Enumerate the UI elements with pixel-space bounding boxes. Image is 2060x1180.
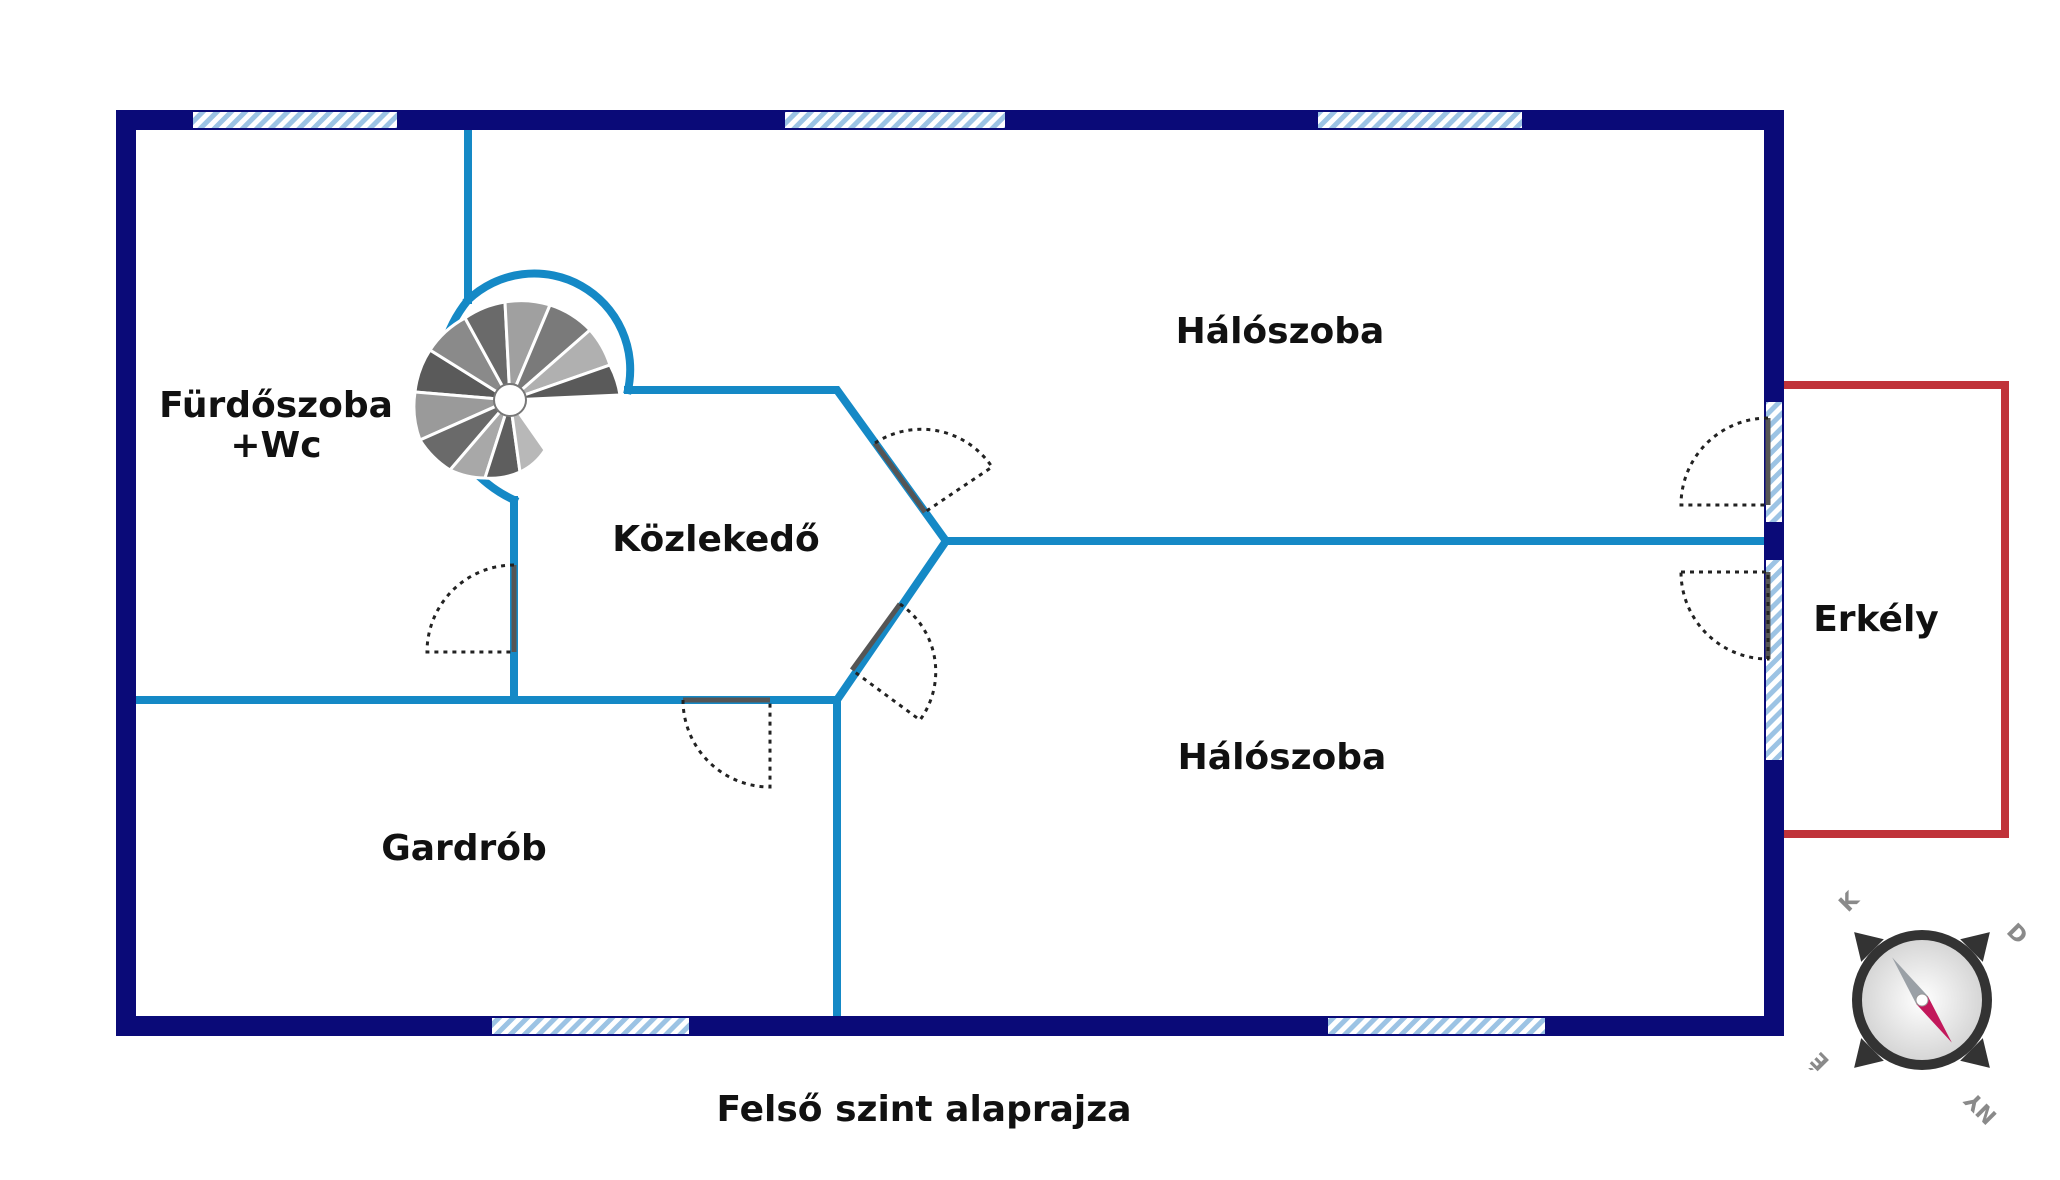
room-label-bathroom: Fürdőszoba [159,385,393,426]
spiral-staircase [412,299,622,480]
window [1328,1018,1545,1034]
compass-needle [1892,957,1952,1043]
balcony-outline [1784,381,2009,838]
room-label-balcony: Erkély [1813,599,1939,640]
compass-north: É [1806,1046,1835,1075]
compass-tick [1960,932,1990,962]
wall-left [116,110,136,1036]
windows [193,112,1782,1034]
room-label-bathroom-wc: +Wc [230,425,321,466]
compass: K D É NY [1806,887,2032,1129]
door-bedroom-top [872,427,995,514]
room-label-bedroom-top: Hálószoba [1176,311,1385,352]
doors [425,416,1771,789]
compass-west: NY [1960,1086,2003,1129]
window [193,112,397,128]
stair-wall-top [462,269,635,395]
room-labels: Fürdőszoba +Wc Hálószoba Közlekedő Hálós… [159,311,1939,869]
window [1318,112,1522,128]
compass-tick [1960,1038,1990,1068]
room-label-hallway: Közlekedő [612,519,820,560]
window [492,1018,689,1034]
door-balcony-top [1679,416,1771,507]
room-label-bedroom-bottom: Hálószoba [1178,737,1387,778]
compass-tick [1854,1038,1884,1068]
compass-east: K [1835,887,1865,917]
door-wardrobe [681,697,772,789]
window [785,112,1005,128]
door-balcony-bottom [1679,570,1771,661]
door-bathroom [425,563,517,654]
compass-south: D [2001,919,2032,950]
plan-caption: Felső szint alaprajza [716,1089,1131,1130]
room-label-wardrobe: Gardrób [381,828,547,869]
outer-walls [116,110,1784,1036]
door-bedroom-bottom [849,602,938,723]
interior-walls [126,122,1772,1022]
compass-tick [1854,932,1884,962]
